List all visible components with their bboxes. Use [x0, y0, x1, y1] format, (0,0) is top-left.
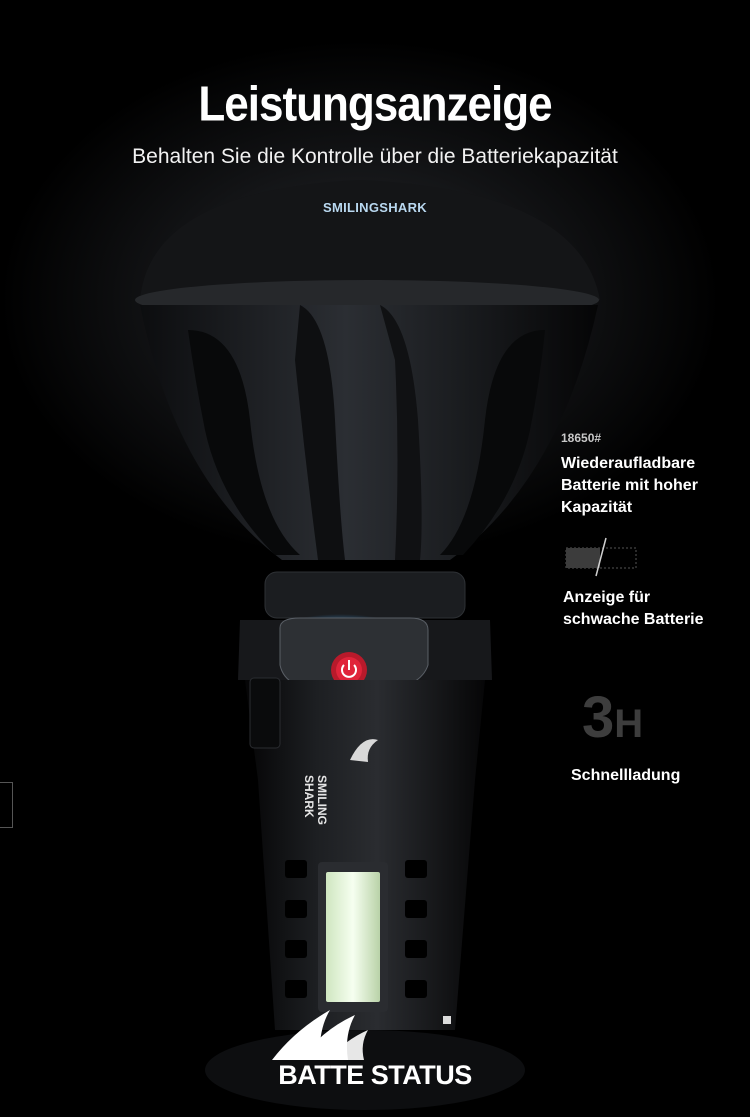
brand-name: SMILINGSHARK: [323, 200, 427, 215]
neck-ring: [264, 571, 466, 619]
battery-description: Wiederaufladbare Batterie mit hoher Kapa…: [561, 455, 698, 516]
battery-low-icon: [565, 537, 637, 577]
head-fin-mid-right: [380, 305, 422, 560]
body-brand-line2: SHARK: [302, 775, 316, 818]
low-battery-label: Anzeige für schwache Batterie: [563, 589, 704, 628]
small-square: [443, 1016, 451, 1024]
body-brand-line1: SMILING: [315, 775, 329, 825]
charge-time: 3H: [582, 684, 643, 751]
head-fin-right: [440, 330, 545, 555]
body-shark-logo-icon: [350, 739, 378, 762]
cob-light: [326, 872, 380, 1002]
grip-ribs-left: [285, 860, 307, 998]
shark-fin-logo-icon: [272, 1010, 368, 1060]
power-icon: [341, 664, 357, 678]
page-subtitle: Behalten Sie die Kontrolle über die Batt…: [132, 145, 618, 168]
charge-time-unit: H: [614, 702, 644, 746]
head-dome: [140, 180, 600, 300]
body-brand-text: SMILING SHARK: [302, 775, 329, 825]
charge-time-number: 3: [582, 685, 615, 750]
fast-charge-label: Schnellladung: [571, 767, 681, 784]
grip-ribs-right: [405, 860, 427, 998]
head-fin-mid-left: [295, 305, 345, 560]
page-title: Leistungsanzeige: [198, 77, 552, 132]
side-edge-mark: [0, 782, 13, 828]
footer-label: BATTE STATUS: [278, 1060, 472, 1090]
side-switch: [249, 677, 281, 749]
head-fin-left: [188, 330, 300, 555]
battery-code: 18650#: [561, 431, 602, 445]
